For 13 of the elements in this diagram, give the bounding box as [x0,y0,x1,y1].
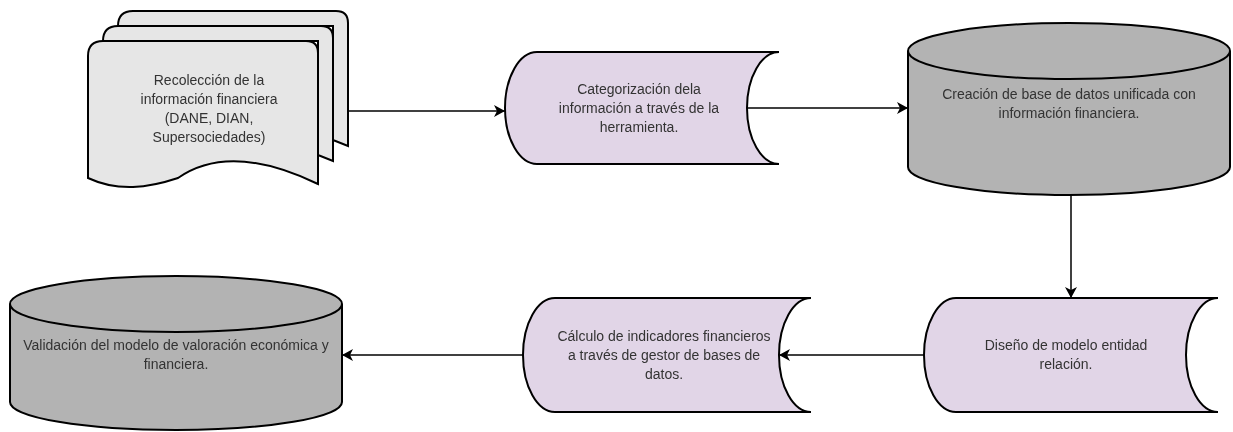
stored-data-shape [924,298,1218,412]
node-label: Diseño de modelo entidad relación. [983,336,1149,374]
node-label: Categorización dela información a través de la herramienta. [557,79,721,137]
stored-data-shape [523,298,811,412]
stored-data-shape [505,52,779,164]
arrow [341,349,524,361]
node-label: Cálculo de indicadores financieros a través de gestor de bases de datos. [556,326,772,384]
node-label: Creación de base de datos unificada con información financiera. [941,85,1197,123]
node-label: Recolección de la información financiera (DANE, DIAN, Supersociedades) [139,71,279,147]
database-cylinder [10,276,342,430]
arrow [1065,194,1077,299]
node-label: Validación del modelo de valoración económica y financiera. [22,336,330,374]
database-cylinder [908,23,1230,195]
